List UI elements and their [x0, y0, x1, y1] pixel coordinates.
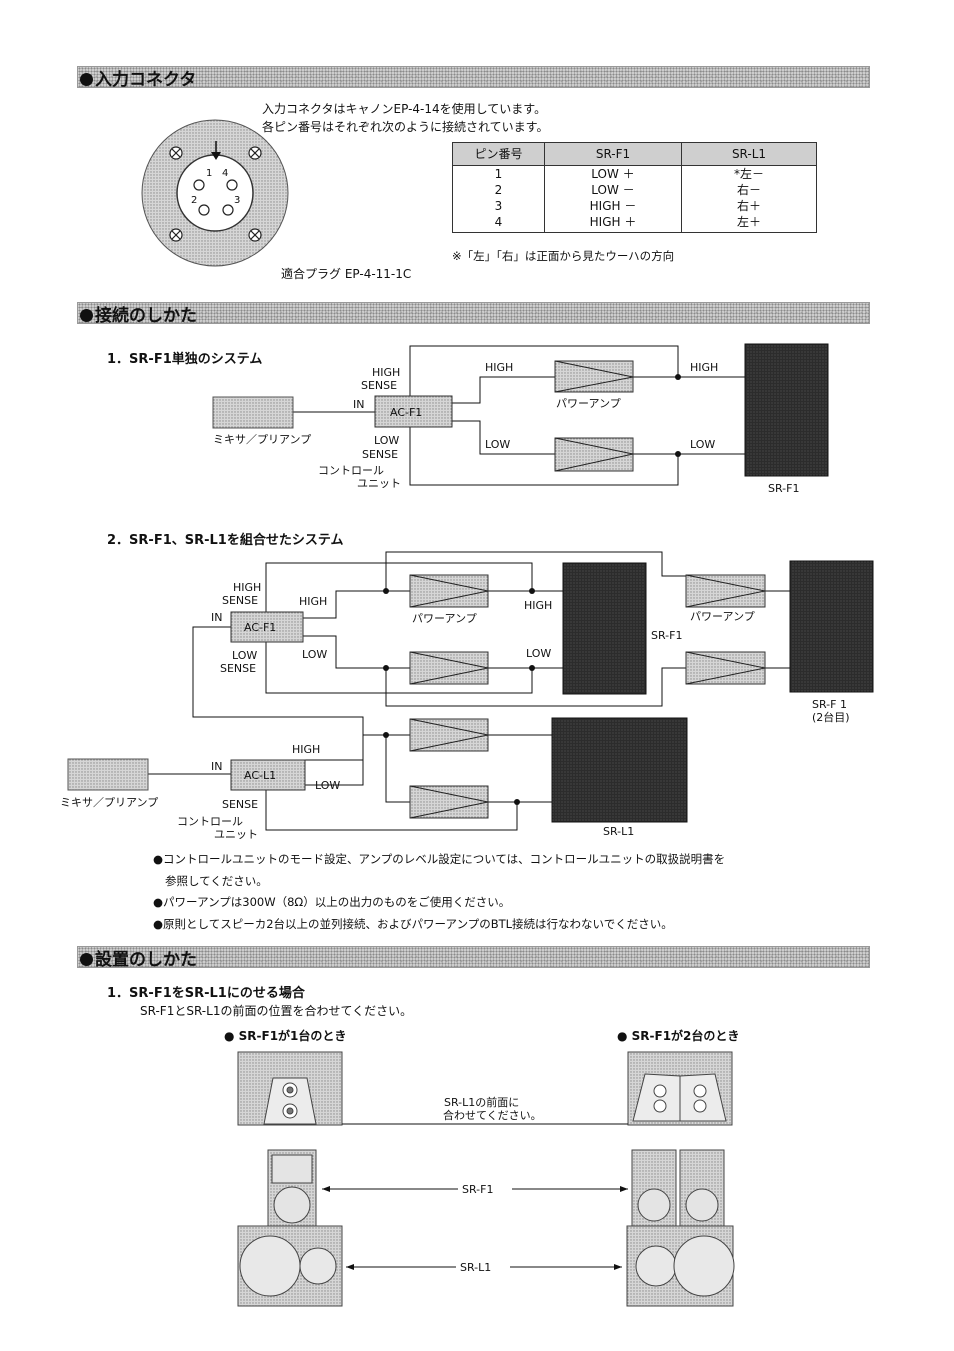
control-unit-label: コントロール	[318, 464, 384, 477]
mixer-label: ミキサ／プリアンプ	[213, 433, 312, 446]
pin-label: 2	[191, 195, 198, 206]
sense-label: SENSE	[222, 594, 259, 607]
control-unit-label: コントロール	[177, 815, 243, 828]
low-label: LOW	[526, 647, 552, 660]
sr-f1-label: SR-F1	[768, 482, 800, 495]
sr-l1-label: SR-L1	[603, 825, 635, 838]
power-amp-label: パワーアンプ	[412, 612, 477, 625]
table-row: 4 HIGH ＋ 左＋	[452, 214, 817, 233]
low-label: LOW	[315, 779, 341, 792]
sr-f1-label: SR-F1	[462, 1183, 494, 1196]
sense-label: SENSE	[220, 662, 257, 675]
note-text: 参照してください。	[165, 874, 268, 888]
table-header: SR-L1	[681, 142, 817, 166]
sense-label: SENSE	[361, 379, 398, 392]
system2-title: 2．SR-F1、SR-L1を組合せたシステム	[107, 533, 344, 548]
sense-label: SENSE	[222, 798, 259, 811]
low-label: LOW	[485, 438, 511, 451]
sr-f1-label: SR-F 1	[812, 698, 847, 711]
ac-f1-label: AC-F1	[244, 621, 277, 634]
high-label: HIGH	[485, 361, 514, 374]
high-label: HIGH	[299, 595, 328, 608]
section-title: 接続のしかた	[95, 306, 197, 326]
note-text: ●原則としてスピーカ2台以上の並列接続、およびパワーアンプのBTL接続は行なわな…	[153, 917, 673, 931]
second-unit-label: (2台目)	[812, 711, 850, 724]
table-note: ※「左」「右」は正面から見たウーハの方向	[452, 249, 675, 263]
section-header-input-connector: 入力コネクタ	[77, 66, 870, 90]
low-sense-label: LOW	[232, 649, 258, 662]
case2-label: ● SR-F1が2台のとき	[617, 1029, 740, 1043]
section-header-installation: 設置のしかた	[77, 946, 870, 970]
sr-l1-label: SR-L1	[460, 1261, 492, 1274]
bullet-icon	[80, 73, 93, 86]
section-title: 設置のしかた	[95, 950, 197, 970]
align-note: SR-L1の前面に	[444, 1096, 520, 1109]
sense-label: SENSE	[362, 448, 399, 461]
mixer-label: ミキサ／プリアンプ	[60, 796, 159, 809]
sr-f1-label: SR-F1	[651, 629, 683, 642]
bullet-icon	[80, 953, 93, 966]
plug-label: 適合プラグ EP-4-11-1C	[281, 267, 412, 281]
section-title: 入力コネクタ	[95, 70, 197, 90]
bullet-icon	[80, 309, 93, 322]
align-note: 合わせてください。	[443, 1109, 542, 1122]
in-label: IN	[211, 760, 223, 773]
connector-desc-2: 各ピン番号はそれぞれ次のように接続されています。	[262, 120, 549, 134]
system1-title: 1．SR-F1単独のシステム	[107, 352, 263, 367]
control-unit-label: ユニット	[214, 828, 258, 841]
control-unit-label: ユニット	[357, 477, 401, 490]
installation-desc: SR-F1とSR-L1の前面の位置を合わせてください。	[140, 1004, 413, 1018]
installation-sub-title: 1．SR-F1をSR-L1にのせる場合	[107, 986, 305, 1001]
high-label: HIGH	[690, 361, 719, 374]
note-text: ●コントロールユニットのモード設定、アンプのレベル設定については、コントロールユ…	[153, 852, 726, 866]
high-label: HIGH	[524, 599, 553, 612]
low-label: LOW	[302, 648, 328, 661]
table-row: 2 LOW － 右－	[452, 182, 817, 198]
high-sense-label: HIGH	[372, 366, 401, 379]
ac-l1-label: AC-L1	[244, 769, 277, 782]
table-row: 1 LOW ＋ *左－	[452, 165, 817, 182]
pin-label: 3	[234, 195, 241, 206]
table-header: ピン番号	[452, 142, 545, 166]
pin-label: 4	[222, 168, 229, 179]
table-header: SR-F1	[544, 142, 682, 166]
low-label: LOW	[690, 438, 716, 451]
pin-label: 1	[206, 168, 213, 179]
high-label: HIGH	[292, 743, 321, 756]
pin-table: ピン番号 SR-F1 SR-L1 1 LOW ＋ *左－ 2 LOW － 右－ …	[452, 142, 817, 233]
low-sense-label: LOW	[374, 434, 400, 447]
note-text: ●パワーアンプは300W（8Ω）以上の出力のものをご使用ください。	[153, 895, 511, 909]
in-label: IN	[211, 611, 223, 624]
high-sense-label: HIGH	[233, 581, 262, 594]
table-row: 3 HIGH － 右＋	[452, 198, 817, 214]
ac-f1-label: AC-F1	[390, 406, 423, 419]
section-header-connection: 接続のしかた	[77, 302, 870, 326]
connector-desc-1: 入力コネクタはキャノンEP-4-14を使用しています。	[262, 102, 547, 116]
power-amp-label: パワーアンプ	[690, 610, 755, 623]
power-amp-label: パワーアンプ	[556, 397, 621, 410]
case1-label: ● SR-F1が1台のとき	[224, 1029, 347, 1043]
in-label: IN	[353, 398, 365, 411]
